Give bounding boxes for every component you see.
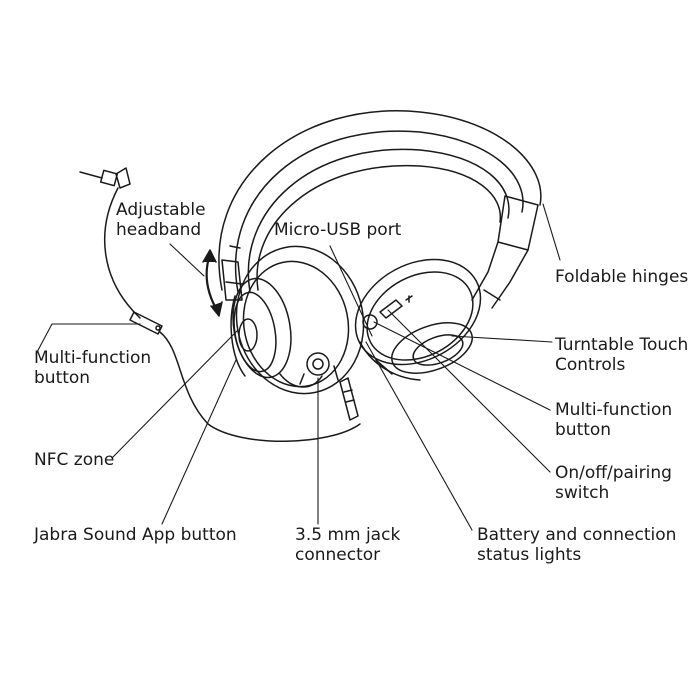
label-on-off-pairing-switch: On/off/pairing switch xyxy=(555,463,672,503)
audio-cable xyxy=(79,167,361,442)
label-foldable-hinges: Foldable hinges xyxy=(555,267,689,287)
label-multi-function-button-left: Multi-function button xyxy=(34,348,152,388)
leader-headband xyxy=(169,243,205,277)
right-ear-cup xyxy=(354,258,482,381)
label-adjustable-headband: Adjustable headband xyxy=(116,200,206,240)
right-hinge xyxy=(471,195,539,309)
adjust-arrow xyxy=(202,249,223,317)
leader-multifunction-right xyxy=(373,321,551,411)
label-jabra-sound-app-button: Jabra Sound App button xyxy=(34,525,237,545)
label-jack-connector: 3.5 mm jack connector xyxy=(295,525,401,565)
leader-foldable-hinges xyxy=(542,203,561,261)
label-turntable-touch-controls: Turntable Touch Controls xyxy=(555,335,689,375)
leader-battery xyxy=(365,341,473,531)
leader-sound-app xyxy=(161,359,237,525)
left-hinge xyxy=(221,245,243,301)
left-ear-cup xyxy=(230,245,365,395)
leader-multifunction-left xyxy=(35,323,141,355)
right-cup-controls xyxy=(362,295,413,330)
label-battery-status-lights: Battery and connection status lights xyxy=(477,525,677,565)
leader-nfc xyxy=(111,329,239,459)
label-multi-function-button-right: Multi-function button xyxy=(555,400,673,440)
leader-turntable xyxy=(451,335,553,343)
label-micro-usb-port: Micro-USB port xyxy=(274,220,402,240)
label-nfc-zone: NFC zone xyxy=(34,450,115,470)
headband xyxy=(218,110,542,293)
leader-switch xyxy=(387,309,551,473)
jack-socket xyxy=(299,352,330,385)
leader-micro-usb xyxy=(329,245,373,337)
leader-lines xyxy=(35,203,561,531)
